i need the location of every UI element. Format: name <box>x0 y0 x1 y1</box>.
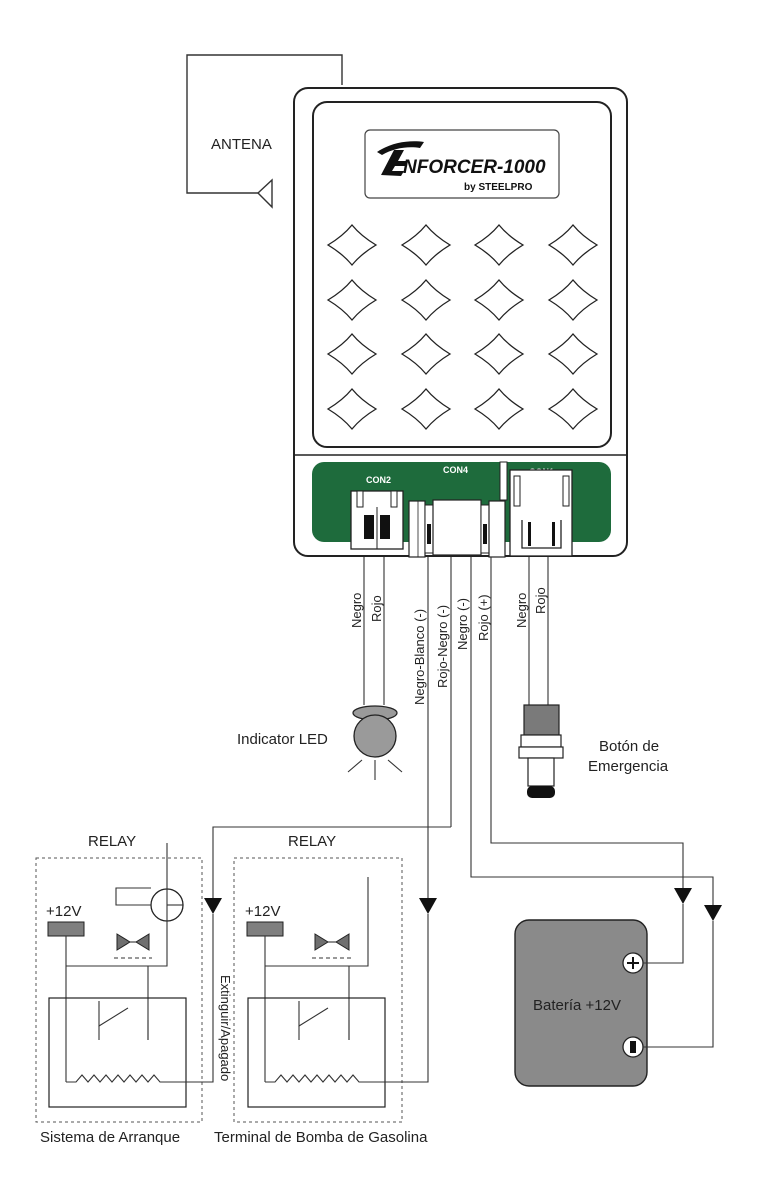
con2-connector <box>350 490 404 550</box>
brand-logo: NFORCER-1000 by STEELPRO <box>364 129 560 199</box>
wire-label-rojo-boton: Rojo <box>533 587 548 614</box>
keypad-button-13[interactable] <box>326 387 378 431</box>
keypad-button-2[interactable] <box>400 223 452 267</box>
led-wires: Negro Rojo <box>349 557 385 705</box>
keypad-button-5[interactable] <box>326 278 378 322</box>
relay-starter: RELAY +12V Extinguir/Apagado Sistema de … <box>35 833 233 1146</box>
indicator-led <box>347 705 403 780</box>
keypad-button-7[interactable] <box>473 278 525 322</box>
relay-fuel-pump: RELAY +12V Terminal de Bomba de Gasolina <box>214 833 429 1146</box>
emergency-wires: Negro Rojo <box>514 557 549 705</box>
keypad-button-12[interactable] <box>547 332 599 376</box>
antenna-label: ANTENA <box>211 136 272 153</box>
emergency-label-1: Botón de <box>599 738 659 755</box>
battery-label: Batería +12V <box>533 997 621 1014</box>
indicator-led-label: Indicator LED <box>237 731 328 748</box>
con2-label: CON2 <box>366 475 391 485</box>
keypad-button-8[interactable] <box>547 278 599 322</box>
brand-sub: by STEELPRO <box>464 182 533 193</box>
extinguish-label: Extinguir/Apagado <box>218 975 233 1081</box>
keypad-button-11[interactable] <box>473 332 525 376</box>
keypad-button-3[interactable] <box>473 223 525 267</box>
keypad-button-10[interactable] <box>400 332 452 376</box>
wire-arrows <box>204 888 722 921</box>
keypad-button-6[interactable] <box>400 278 452 322</box>
relay1-label: RELAY <box>88 833 136 850</box>
wire-label-negro-led: Negro <box>349 593 364 628</box>
keypad-button-4[interactable] <box>547 223 599 267</box>
brand-name: NFORCER-1000 <box>403 157 546 178</box>
wire-label-negro-boton: Negro <box>514 593 529 628</box>
battery: Batería +12V <box>514 904 714 1087</box>
system-start-label: Sistema de Arranque <box>40 1129 180 1146</box>
keypad-button-15[interactable] <box>473 387 525 431</box>
relay2-12v-label: +12V <box>245 903 280 920</box>
keypad-button-16[interactable] <box>547 387 599 431</box>
wire-label-negro-blanco: Negro-Blanco (-) <box>412 609 427 705</box>
fuel-pump-label: Terminal de Bomba de Gasolina <box>214 1129 428 1146</box>
emergency-label-2: Emergencia <box>588 758 669 775</box>
relay2-label: RELAY <box>288 833 336 850</box>
keypad-button-9[interactable] <box>326 332 378 376</box>
emergency-button[interactable] <box>518 704 564 798</box>
antenna: ANTENA <box>186 54 343 209</box>
wire-label-rojo-led: Rojo <box>369 595 384 622</box>
wire-label-rojo-negro: Rojo-Negro (-) <box>435 605 450 688</box>
con4-connector <box>408 461 508 558</box>
wire-label-negro: Negro (-) <box>455 598 470 650</box>
relay1-12v-label: +12V <box>46 903 81 920</box>
keypad-button-1[interactable] <box>326 223 378 267</box>
wire-label-rojo: Rojo (+) <box>476 594 491 641</box>
device-unit: NFORCER-1000 by STEELPRO CON2 CON4 CON1 <box>293 87 628 558</box>
con4-wires: Negro-Blanco (-) Rojo-Negro (-) Negro (-… <box>212 557 714 905</box>
keypad <box>326 223 599 431</box>
con1-connector <box>509 469 573 557</box>
con4-label: CON4 <box>443 465 468 475</box>
keypad-button-14[interactable] <box>400 387 452 431</box>
